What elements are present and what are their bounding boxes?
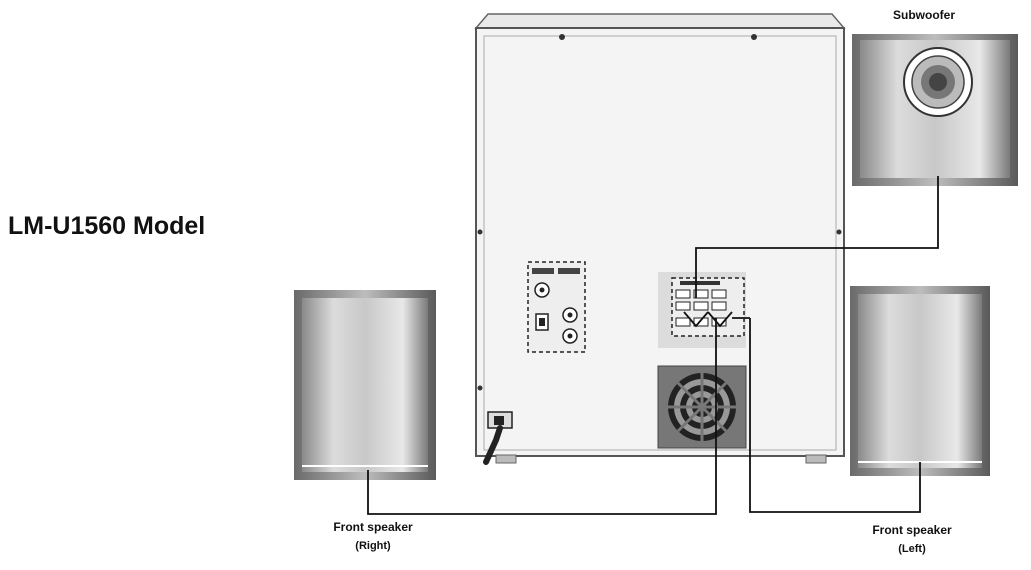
front-speaker-right-box (294, 290, 436, 480)
front-right-wire (367, 318, 717, 515)
front-left-wire (749, 318, 921, 513)
subwoofer-label: Subwoofer (893, 8, 955, 22)
subwoofer-box (852, 34, 1018, 186)
front-speaker-left-label: Front speaker (Left) (848, 523, 976, 555)
front-speaker-right-title: Front speaker (333, 520, 413, 534)
front-speaker-right-label: Front speaker (Right) (314, 520, 432, 552)
wiring (367, 176, 939, 515)
front-speaker-left-side: (Left) (898, 543, 926, 555)
connector-plug (707, 311, 733, 328)
cooling-fan (657, 365, 747, 449)
subwoofer-wire (695, 176, 939, 298)
front-speaker-left-title: Front speaker (872, 523, 952, 537)
connector-plug (683, 311, 709, 328)
speaker-terminal-panel (658, 272, 746, 348)
front-speaker-left-box (850, 286, 990, 476)
model-title: LM-U1560 Model (8, 212, 206, 240)
input-jack-panel (527, 261, 586, 353)
power-cord (483, 411, 513, 465)
front-speaker-right-side: (Right) (355, 540, 391, 552)
